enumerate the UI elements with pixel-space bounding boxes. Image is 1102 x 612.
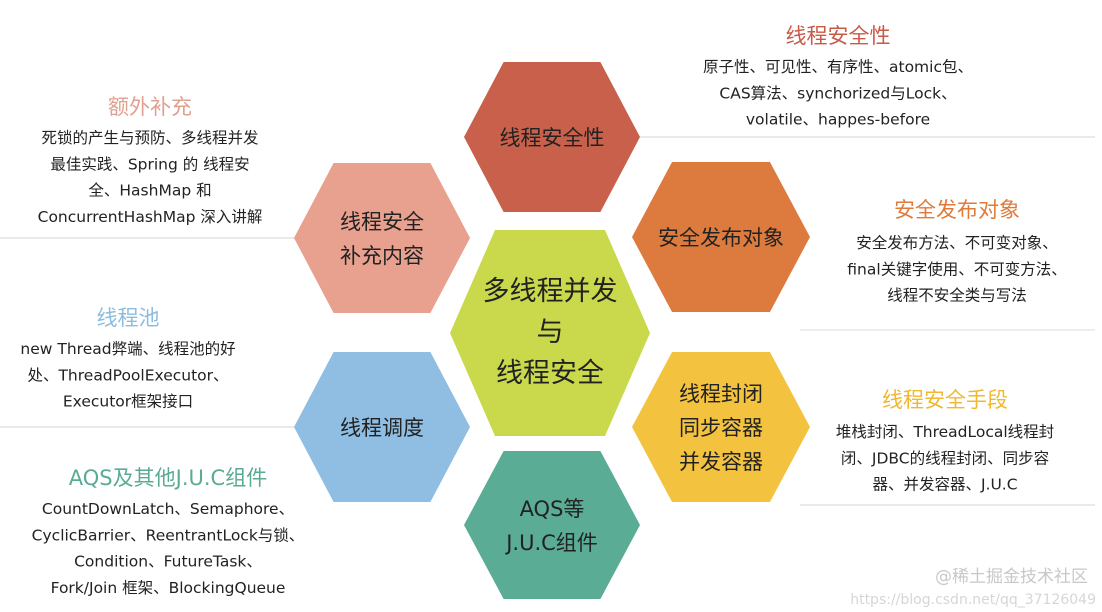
section-title: 线程安全性 (786, 24, 891, 48)
hexagon-shape (632, 162, 810, 312)
section-text-line: 闭、JDBC的线程封闭、同步容 (841, 449, 1049, 467)
section-text-line: 死锁的产生与预防、多线程并发 (41, 129, 258, 147)
hexagon-label: 线程安全 (340, 210, 424, 234)
hexagon-label: 安全发布对象 (658, 226, 784, 250)
section-text-line: ConcurrentHashMap 深入讲解 (38, 208, 263, 226)
section-title: 线程池 (97, 306, 160, 330)
section-title: AQS及其他J.U.C组件 (69, 466, 267, 490)
section-text-line: Executor框架接口 (63, 393, 193, 411)
section-text-line: 线程不安全类与写法 (887, 287, 1027, 305)
section-text-line: Fork/Join 框架、BlockingQueue (51, 579, 286, 597)
hexagon-label: 线程调度 (340, 416, 424, 440)
hexagon-shape (464, 62, 640, 212)
watermark-brand: @稀土掘金技术社区 (935, 567, 1088, 587)
section-text-line: CyclicBarrier、ReentrantLock与锁、 (32, 526, 305, 544)
section-title: 安全发布对象 (894, 198, 1020, 222)
section-text-line: new Thread弊端、线程池的好 (20, 340, 235, 358)
hexagon-label: 与 (537, 317, 564, 348)
section-title: 线程安全手段 (882, 388, 1008, 412)
watermark-url: https://blog.csdn.net/qq_37126049 (850, 592, 1096, 608)
hexagon-label: 线程安全性 (500, 126, 605, 150)
divider-lines (0, 136, 1095, 506)
hexagon-upper-right: 安全发布对象 (632, 162, 810, 312)
section-text-line: 全、HashMap 和 (88, 182, 211, 200)
hexagon-top: 线程安全性 (464, 62, 640, 212)
section-aqs: AQS及其他J.U.C组件 CountDownLatch、Semaphore、 Cy… (32, 466, 305, 597)
hexagon-lower-left: 线程调度 (294, 352, 470, 502)
hexagon-shape (294, 352, 470, 502)
section-text-line: CAS算法、synchorized与Lock、 (719, 83, 956, 102)
hexagon-label: 并发容器 (679, 450, 763, 474)
hexagon-label: 同步容器 (679, 416, 763, 440)
hexagon-label: AQS等 (520, 497, 585, 521)
hexagon-shape (294, 163, 470, 313)
section-text-line: CountDownLatch、Semaphore、 (42, 500, 294, 518)
hexagon-bottom: AQS等 J.U.C组件 (464, 451, 640, 599)
hexagon-shape (632, 352, 810, 502)
hexagon-shape (450, 230, 650, 436)
section-text-line: 处、ThreadPoolExecutor、 (27, 366, 228, 384)
hexagon-label: J.U.C组件 (504, 531, 598, 555)
section-text-line: Condition、FutureTask、 (74, 553, 262, 571)
section-text-line: final关键字使用、不可变方法、 (847, 260, 1066, 278)
hexagon-label: 线程封闭 (679, 382, 763, 406)
hexagon-label: 多线程并发 (483, 276, 618, 307)
section-title: 额外补充 (108, 95, 192, 119)
section-text-line: 堆栈封闭、ThreadLocal线程封 (836, 423, 1054, 441)
section-safety-means: 线程安全手段堆栈封闭、ThreadLocal线程封闭、JDBC的线程封闭、同步容… (836, 388, 1054, 494)
section-text-line: 安全发布方法、不可变对象、 (856, 234, 1058, 252)
hexagon-label: 线程安全 (496, 358, 604, 389)
hexagon-label: 补充内容 (340, 244, 424, 268)
section-text-line: 器、并发容器、J.U.C (872, 476, 1017, 494)
section-thread-pool: 线程池 new Thread弊端、线程池的好处、ThreadPoolExecuto… (20, 306, 235, 411)
section-text-line: volatile、happes-before (746, 111, 930, 129)
hexagon-shape (464, 451, 640, 599)
section-text-line: 原子性、可见性、有序性、atomic包、 (703, 58, 973, 76)
section-text-line: 最佳实践、Spring 的 线程安 (50, 155, 249, 173)
